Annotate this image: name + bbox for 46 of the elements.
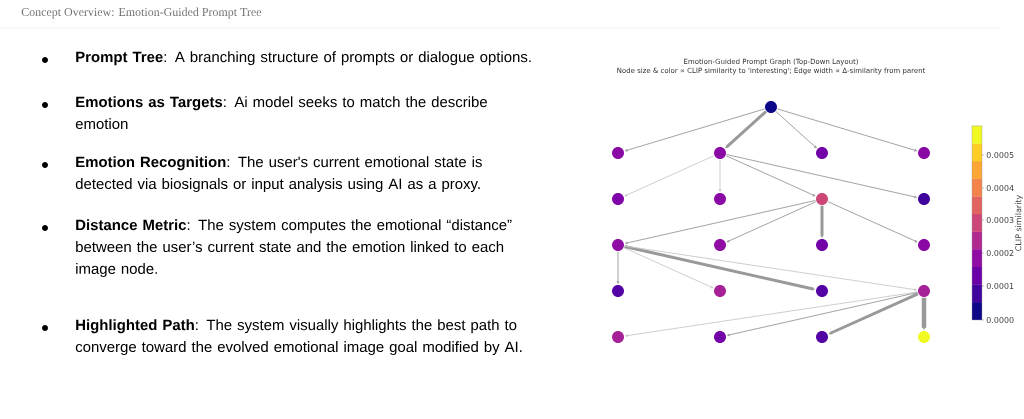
arrow	[828, 292, 919, 335]
graph-node	[816, 147, 828, 159]
graph-node	[918, 193, 930, 205]
bullet-text: Emotions as Targets: Ai model seeks to match the describe emotion	[75, 96, 487, 130]
graph-node	[612, 331, 624, 343]
page-title: Concept Overview: Emotion-Guided Prompt Tree	[21, 7, 262, 19]
graph-node	[612, 239, 624, 251]
arrow	[616, 251, 620, 284]
arrow	[624, 245, 815, 291]
arrow	[776, 108, 918, 152]
graph-node	[612, 147, 624, 159]
arrow	[625, 291, 918, 337]
graph-node	[714, 239, 726, 251]
graph-node	[816, 193, 828, 205]
graph-node	[714, 193, 726, 205]
graph-node	[918, 147, 930, 159]
graph-node	[816, 285, 828, 297]
bullet-text: Emotion Recognition: The user's current emotional state is detected via biosignals or input analysis using AI as a proxy.	[75, 156, 482, 193]
graph-node	[918, 285, 930, 297]
graph-node	[816, 239, 828, 251]
arrow	[725, 110, 768, 149]
graph-node	[714, 147, 726, 159]
arrow	[623, 247, 714, 289]
graph-node	[918, 239, 930, 251]
arrow	[775, 111, 817, 149]
arrow	[624, 245, 917, 291]
bullet-text: Highlighted Path: The system visually highlights the best path to converge toward the evolved emotional image goal modified by AI.	[75, 319, 522, 356]
graph-node	[714, 331, 726, 343]
arrow	[727, 292, 918, 337]
arrow	[726, 154, 917, 199]
graph-node	[714, 285, 726, 297]
bullet-text: Prompt Tree: A branching structure of prompts or dialogue options.	[76, 51, 531, 66]
arrow	[624, 155, 715, 197]
arrow	[726, 201, 817, 243]
graph-node	[816, 331, 828, 343]
arrow	[625, 200, 816, 245]
graph-node	[612, 193, 624, 205]
arrow	[827, 201, 918, 243]
arrow	[921, 297, 927, 330]
graph-node	[612, 285, 624, 297]
graph-node	[918, 331, 930, 343]
arrow	[624, 108, 766, 152]
bullet-text: Distance Metric: The system computes the emotional “distance” between the user’s current state and the emotion linked to each image node.	[76, 219, 512, 277]
arrow	[820, 205, 824, 238]
arrow	[725, 155, 816, 197]
graph-node	[765, 101, 777, 113]
